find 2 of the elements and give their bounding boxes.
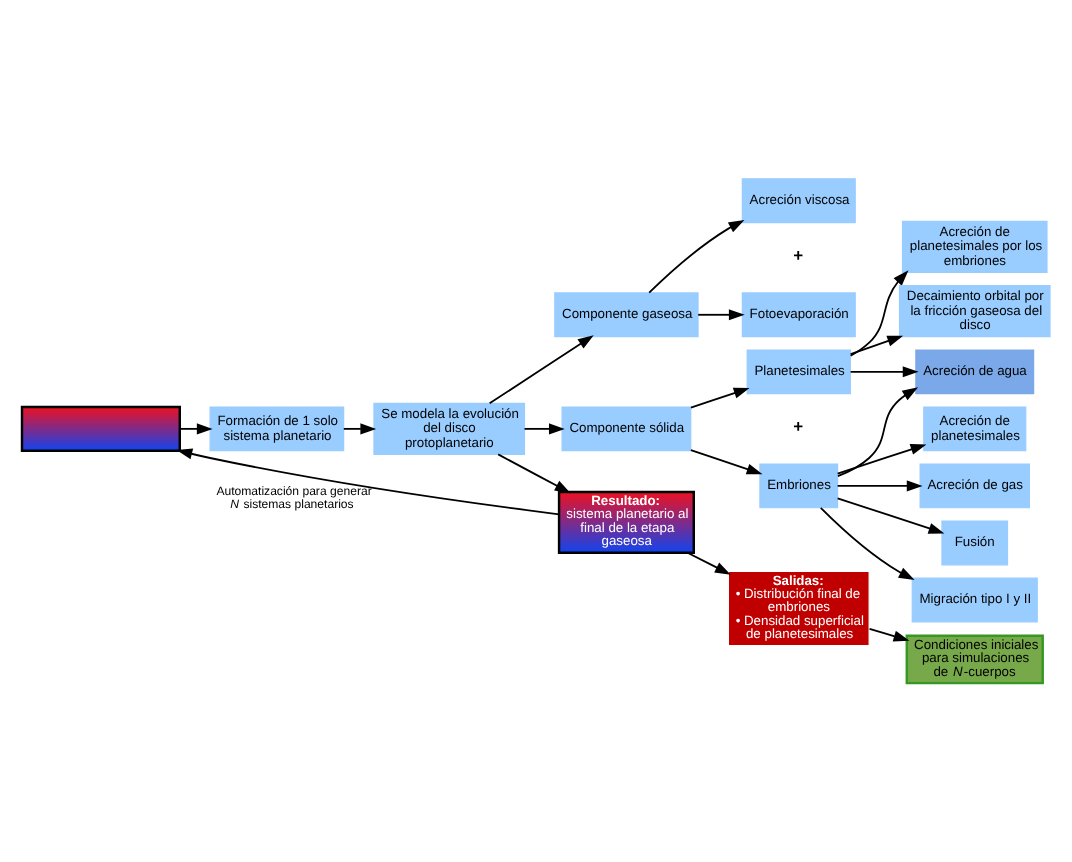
label: +: [793, 245, 804, 266]
label: +: [793, 416, 804, 437]
